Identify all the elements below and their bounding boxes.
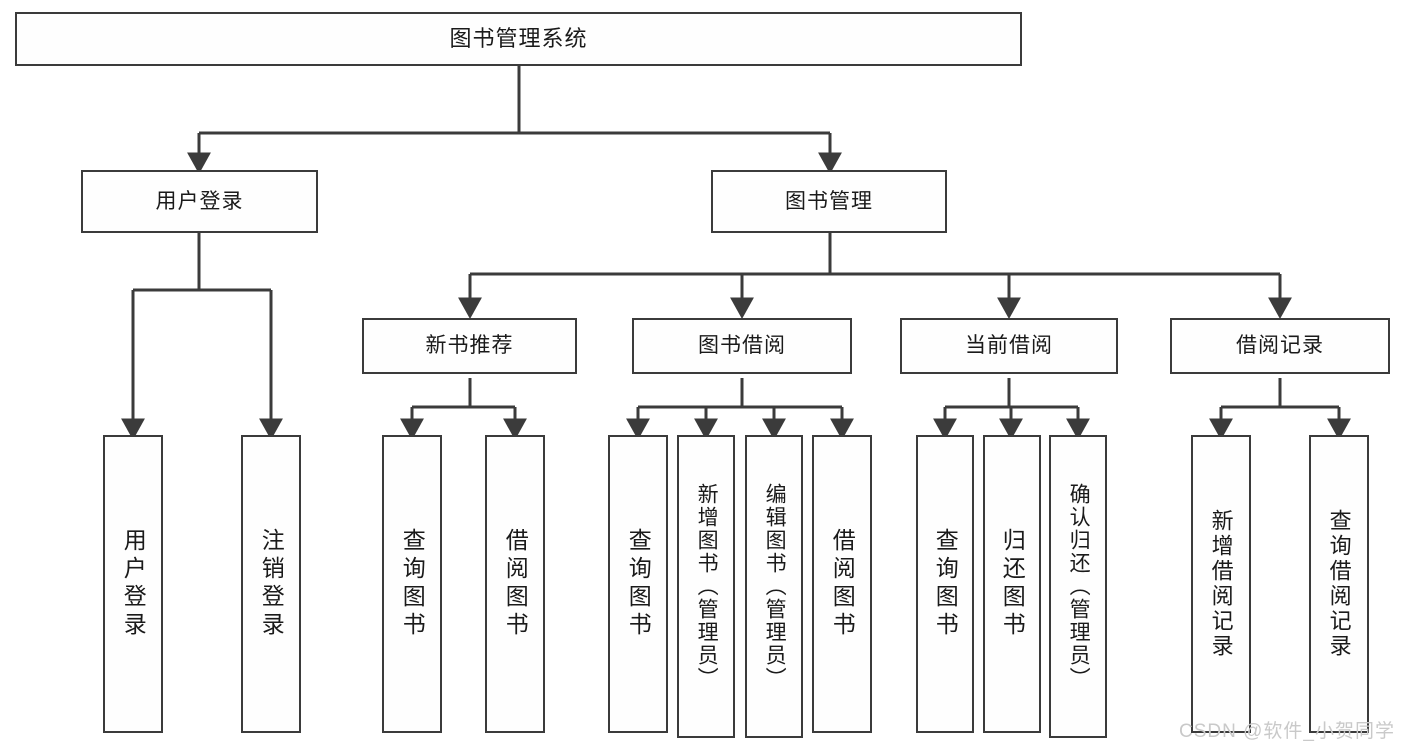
node-new-book-recommend-label: 新书推荐	[425, 334, 514, 358]
leaf-borrow-record-query[interactable]: 查询借阅记录	[1309, 435, 1369, 733]
node-user-login-label: 用户登录	[155, 189, 244, 213]
leaf-book-borrow-query[interactable]: 查询图书	[608, 435, 668, 733]
leaf-user-login-login[interactable]: 用户登录	[103, 435, 163, 733]
leaf-borrow-record-query-label: 查询借阅记录	[1326, 509, 1352, 659]
node-book-management-label: 图书管理	[785, 189, 873, 213]
leaf-current-borrow-return[interactable]: 归还图书	[983, 435, 1041, 733]
node-borrow-record-label: 借阅记录	[1236, 334, 1324, 358]
node-current-borrow[interactable]: 当前借阅	[900, 318, 1118, 374]
leaf-book-borrow-query-label: 查询图书	[625, 528, 652, 640]
leaf-book-borrow-add-label: 新增图书（管理员）	[695, 483, 719, 690]
leaf-book-borrow-edit[interactable]: 编辑图书（管理员）	[745, 435, 803, 738]
leaf-user-login-login-label: 用户登录	[120, 528, 147, 640]
node-borrow-record[interactable]: 借阅记录	[1170, 318, 1390, 374]
leaf-borrow-record-add[interactable]: 新增借阅记录	[1191, 435, 1251, 733]
leaf-new-book-query-label: 查询图书	[399, 528, 426, 640]
leaf-book-borrow-add[interactable]: 新增图书（管理员）	[677, 435, 735, 738]
node-book-management[interactable]: 图书管理	[711, 170, 947, 233]
leaf-current-borrow-confirm-return-label: 确认归还（管理员）	[1067, 483, 1091, 690]
leaf-current-borrow-confirm-return[interactable]: 确认归还（管理员）	[1049, 435, 1107, 738]
leaf-current-borrow-query-label: 查询图书	[932, 528, 959, 640]
leaf-current-borrow-query[interactable]: 查询图书	[916, 435, 974, 733]
leaf-book-borrow-edit-label: 编辑图书（管理员）	[763, 483, 787, 690]
node-root-system[interactable]: 图书管理系统	[15, 12, 1022, 66]
node-book-borrow[interactable]: 图书借阅	[632, 318, 852, 374]
node-user-login[interactable]: 用户登录	[81, 170, 318, 233]
node-book-borrow-label: 图书借阅	[698, 334, 786, 358]
leaf-user-login-logout[interactable]: 注销登录	[241, 435, 301, 733]
leaf-current-borrow-return-label: 归还图书	[999, 528, 1026, 640]
leaf-book-borrow-borrow[interactable]: 借阅图书	[812, 435, 872, 733]
leaf-new-book-query[interactable]: 查询图书	[382, 435, 442, 733]
leaf-book-borrow-borrow-label: 借阅图书	[829, 528, 856, 640]
node-new-book-recommend[interactable]: 新书推荐	[362, 318, 577, 374]
watermark-text: CSDN @软件_小贺同学	[1179, 721, 1395, 742]
leaf-new-book-borrow-label: 借阅图书	[502, 528, 529, 640]
leaf-user-login-logout-label: 注销登录	[258, 528, 285, 640]
node-current-borrow-label: 当前借阅	[965, 334, 1053, 358]
leaf-borrow-record-add-label: 新增借阅记录	[1208, 509, 1234, 659]
leaf-new-book-borrow[interactable]: 借阅图书	[485, 435, 545, 733]
node-root-system-label: 图书管理系统	[449, 25, 588, 51]
